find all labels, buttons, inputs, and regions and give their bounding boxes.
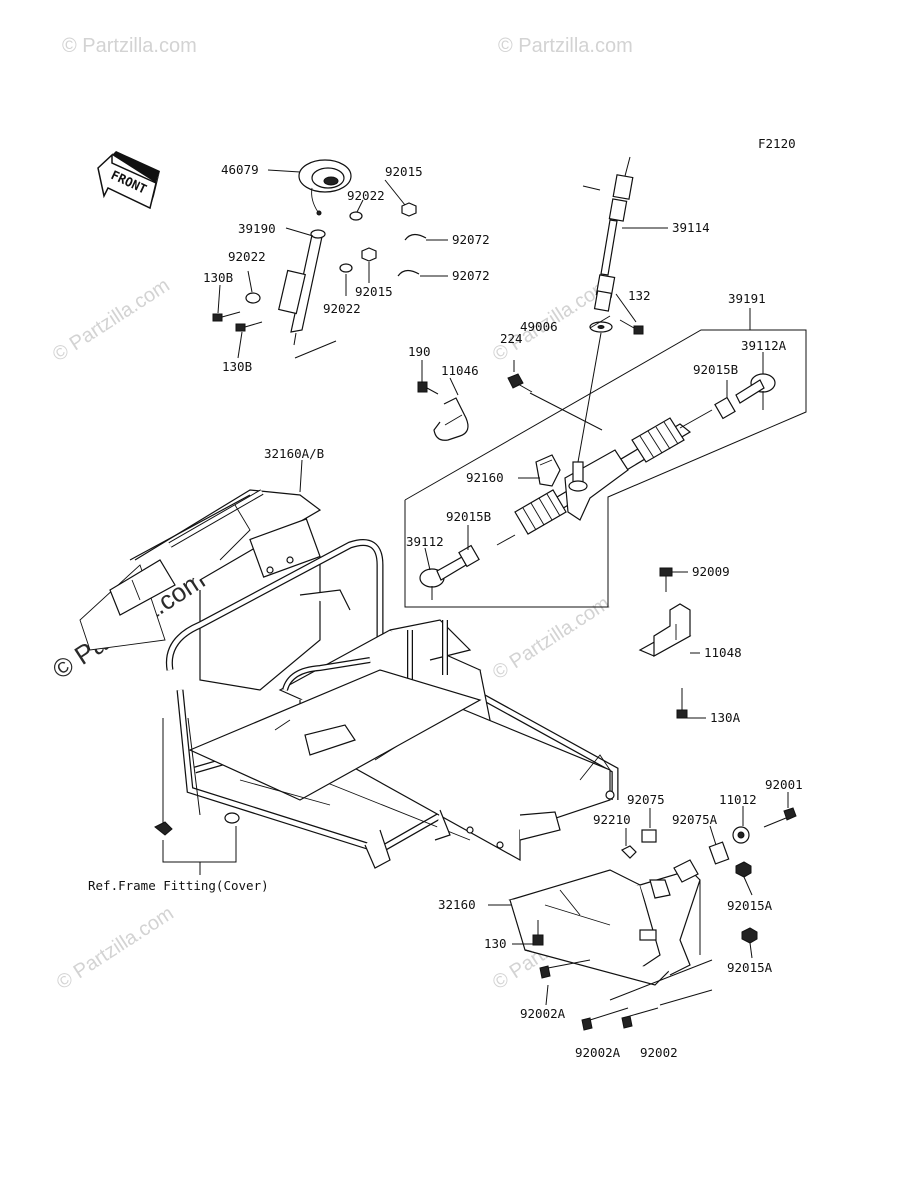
part-label: 224	[500, 331, 523, 346]
part-label: 39112	[406, 534, 444, 549]
part-label: 92009	[692, 564, 730, 579]
front-arrow-icon: FRONT	[97, 151, 160, 210]
tie-rod-end-part	[735, 373, 776, 410]
part-label: 132	[628, 288, 651, 303]
part-label: 92022	[323, 301, 361, 316]
bolt-part	[763, 807, 797, 828]
bolt-part	[235, 321, 263, 332]
watermark: © Partzilla.com	[53, 902, 178, 994]
part-label: 92022	[347, 188, 385, 203]
part-label: 39112A	[741, 338, 787, 353]
bolt-part	[507, 373, 533, 393]
nut-part	[620, 845, 637, 859]
steering-rack-part	[496, 409, 713, 546]
nut-part	[714, 396, 736, 420]
part-label: 39114	[672, 220, 710, 235]
main-frame-part	[79, 489, 619, 869]
part-label: 39190	[238, 221, 276, 236]
leader-line	[187, 717, 201, 816]
part-label: 92075A	[672, 812, 718, 827]
watermark: © Partzilla.com	[489, 592, 614, 684]
nut-part	[741, 927, 758, 944]
part-label: 92072	[452, 268, 490, 283]
part-label: 130A	[710, 710, 741, 725]
bolt-part	[532, 920, 544, 946]
nut-part	[401, 202, 417, 217]
part-labels: 46079 92015 92022 39190 92072 92022 130B…	[88, 162, 803, 1060]
bolt-part	[581, 1007, 629, 1031]
bolt-part	[621, 1007, 659, 1029]
bushing-part	[673, 859, 699, 883]
clip-part	[404, 233, 427, 241]
part-label: 92072	[452, 232, 490, 247]
nut-part	[735, 861, 752, 878]
part-label: 130B	[222, 359, 252, 374]
bushing-part	[535, 454, 561, 487]
universal-joint-part	[582, 156, 634, 312]
part-label: 92002A	[520, 1006, 566, 1021]
part-label: 92075	[627, 792, 665, 807]
part-label: 92015	[355, 284, 393, 299]
watermark: © Partzilla.com	[49, 274, 174, 366]
leader-lines	[217, 169, 789, 1006]
collar-part	[641, 829, 657, 843]
plug-part	[224, 812, 240, 824]
bolt-part	[619, 319, 644, 335]
leader-line	[299, 459, 303, 493]
part-label: 11048	[704, 645, 742, 660]
part-label: 46079	[221, 162, 259, 177]
ref-note: Ref.Frame Fitting(Cover)	[88, 878, 269, 893]
a-arm-part	[508, 869, 701, 986]
part-label: 130B	[203, 270, 233, 285]
part-label: 92002A	[575, 1045, 621, 1060]
nut-part	[458, 544, 480, 568]
part-label: 92015A	[727, 898, 773, 913]
clamp-part	[433, 397, 469, 441]
steering-rack-frame	[404, 308, 807, 608]
bolt-part	[676, 688, 688, 719]
part-label: 130	[484, 936, 507, 951]
bolt-part	[659, 567, 673, 592]
part-label: 92002	[640, 1045, 678, 1060]
figure-code: F2120	[758, 136, 796, 151]
bolt-part	[539, 959, 591, 979]
tie-rod-end-part	[419, 556, 467, 600]
part-label: 92022	[228, 249, 266, 264]
part-label: 92001	[765, 777, 803, 792]
washer-part	[339, 263, 353, 273]
bolt-part	[417, 381, 439, 395]
steering-cap-part	[298, 159, 352, 216]
part-label: 49006	[520, 319, 558, 334]
part-label: 190	[408, 344, 431, 359]
watermark: © Partzilla.com	[62, 35, 197, 57]
part-label: 92160	[466, 470, 504, 485]
part-label: 92210	[593, 812, 631, 827]
bracket-line	[162, 826, 237, 863]
part-label: 32160	[438, 897, 476, 912]
part-label: 39191	[728, 291, 766, 306]
bracket-part	[638, 603, 692, 658]
steering-column-group	[212, 159, 427, 359]
part-label: 32160A/B	[264, 446, 324, 461]
collar-part	[708, 841, 730, 865]
clip-part	[154, 821, 173, 836]
part-label: 11046	[441, 363, 479, 378]
part-label: 92015B	[693, 362, 738, 377]
part-label: 92015B	[446, 509, 491, 524]
washer-hole	[597, 325, 605, 329]
nut-part	[361, 247, 377, 262]
part-label: 11012	[719, 792, 757, 807]
bolt-part	[212, 311, 241, 322]
clip-part	[397, 269, 420, 277]
washer-part	[245, 292, 261, 304]
watermark: © Partzilla.com	[498, 35, 633, 57]
washer-part	[349, 211, 363, 221]
part-label: 92015	[385, 164, 423, 179]
steering-shaft-part	[278, 229, 326, 346]
part-label: 92015A	[727, 960, 773, 975]
